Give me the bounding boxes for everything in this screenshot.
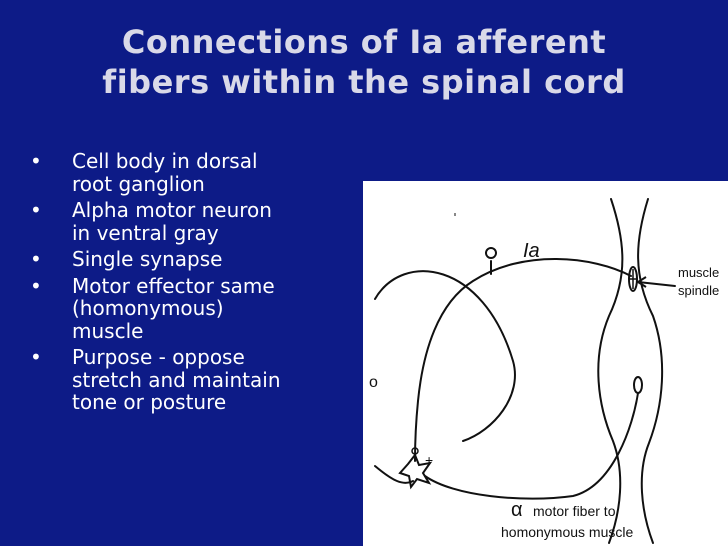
motor-fiber-label: motor fiber to (533, 503, 616, 519)
spindle-label: spindle (678, 283, 719, 298)
bullet-list: • Cell body in dorsal root ganglion • Al… (30, 150, 330, 418)
synapse-terminal-icon (411, 447, 419, 455)
bullet-text-line: (homonymous) (72, 296, 224, 320)
plus-label: + (425, 452, 433, 468)
bullet-text-line: Purpose - oppose (72, 345, 245, 369)
reflex-diagram: Ia muscle spindle o + α motor fiber to h… (363, 181, 728, 546)
drg-cell-body-icon (485, 247, 497, 259)
spinal-cord-upper-outline (374, 270, 516, 442)
alpha-label: α (511, 499, 523, 521)
muscle-label: muscle (678, 265, 719, 280)
muscle-outline-left (597, 198, 624, 544)
bullet-dot: • (30, 273, 42, 298)
alpha-motor-fiber (424, 392, 639, 500)
bullet-text-line: root ganglion (72, 171, 205, 196)
bullet-item-purpose: • Purpose - oppose stretch and maintain … (30, 346, 330, 414)
bullet-text-line: Cell body in dorsal (72, 149, 258, 173)
bullet-item-motor-effector: • Motor effector same (homonymous) muscl… (30, 273, 330, 343)
spindle-pointer-line (637, 281, 676, 287)
bullet-item-single-synapse: • Single synapse (30, 248, 330, 271)
reflex-diagram-svg: Ia muscle spindle o + α motor fiber to h… (369, 198, 719, 544)
homonymous-muscle-label: homonymous muscle (501, 524, 633, 540)
ia-label: Ia (523, 240, 540, 262)
bullet-text-line: Motor effector same (72, 273, 275, 298)
bullet-text-line: stretch and maintain (72, 367, 281, 392)
muscle-outline-right (637, 198, 664, 544)
bullet-item-cell-body: • Cell body in dorsal root ganglion (30, 150, 330, 195)
spindle-arrowhead-icon (637, 276, 647, 288)
o-label: o (369, 374, 378, 391)
bullet-text-line: Alpha motor neuron (72, 198, 272, 222)
bullet-text-line: muscle (72, 318, 144, 343)
bullet-dot: • (30, 149, 42, 173)
slide-title: Connections of Ia afferent fibers within… (0, 22, 728, 102)
bullet-dot: • (30, 345, 42, 369)
title-line-1: Connections of Ia afferent (121, 23, 607, 61)
motor-neuron-soma-icon (398, 453, 433, 490)
ia-afferent-fiber (414, 258, 632, 462)
bullet-dot: • (30, 247, 42, 271)
bullet-dot: • (30, 198, 42, 222)
motor-end-plate-icon (633, 376, 643, 394)
bullet-text-line: in ventral gray (72, 220, 219, 245)
bullet-item-alpha-motor: • Alpha motor neuron in ventral gray (30, 199, 330, 244)
spindle-center-mark (629, 269, 637, 289)
bullet-text-line: Single synapse (72, 247, 223, 271)
title-line-2: fibers within the spinal cord (102, 63, 626, 101)
bullet-text-line: tone or posture (72, 390, 227, 414)
